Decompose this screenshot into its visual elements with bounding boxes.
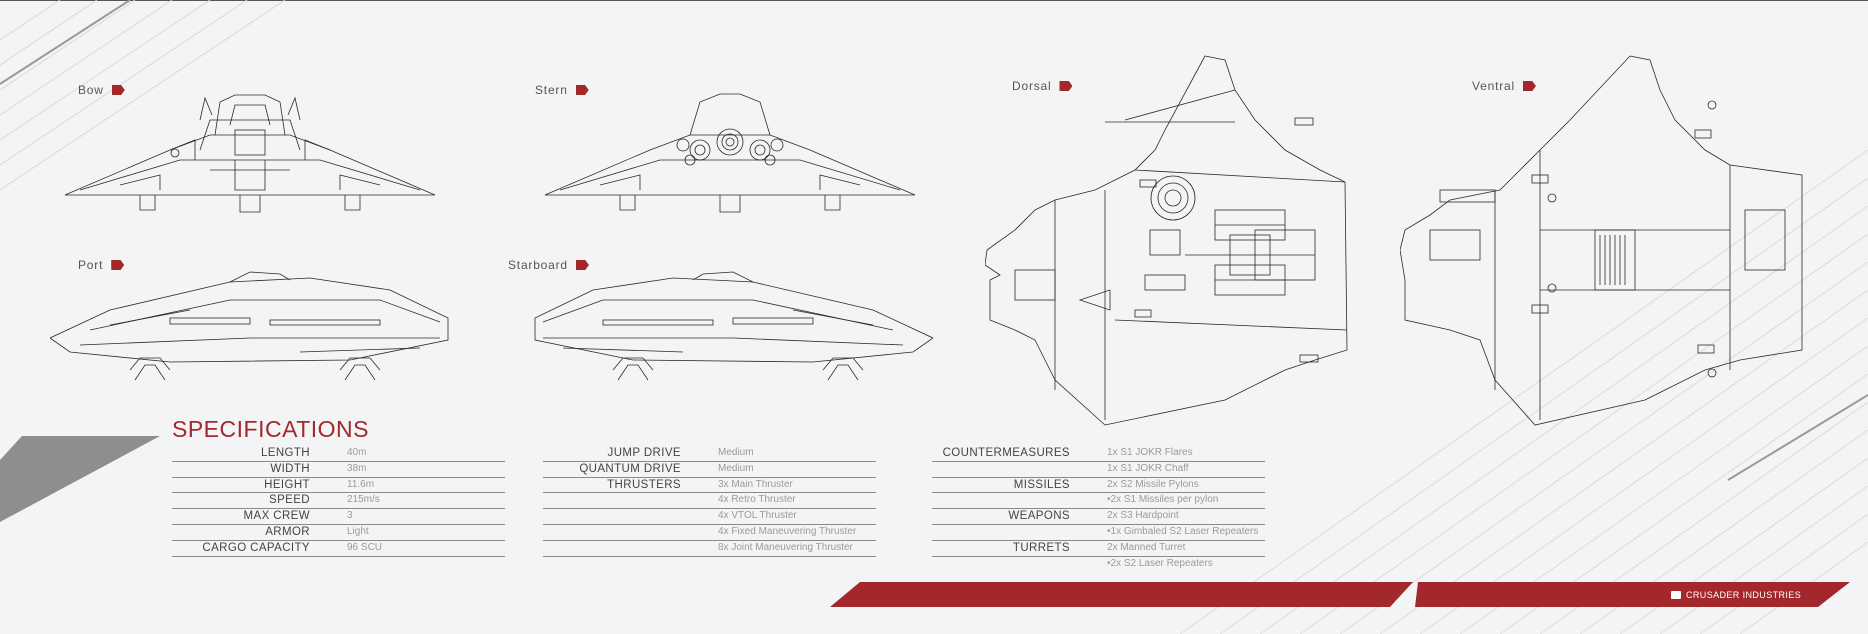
spec-row: •2x S2 Laser Repeaters (932, 557, 1265, 572)
spec-row: •1x Gimbaled S2 Laser Repeaters (932, 525, 1265, 541)
spec-label: TURRETS (1012, 541, 1070, 554)
footer-brand: CRUSADER INDUSTRIES (1686, 590, 1802, 600)
spec-label: QUANTUM DRIVE (579, 462, 681, 475)
spec-row: 4x Fixed Maneuvering Thruster (543, 525, 876, 541)
view-label-stern: Stern (535, 83, 589, 97)
spec-table-propulsion: JUMP DRIVE Medium QUANTUM DRIVE Medium THR… (543, 446, 876, 557)
view-label-port: Port (78, 258, 125, 272)
spec-label: SPEED (269, 494, 310, 507)
spec-row: 4x VTOL Thruster (543, 509, 876, 525)
spec-value: 11.6m (347, 478, 375, 490)
spec-row: 8x Joint Maneuvering Thruster (543, 541, 876, 557)
spec-value: 40m (347, 447, 367, 458)
spec-value: 1x S1 JOKR Chaff (1107, 462, 1189, 474)
spec-value: 4x Retro Thruster (718, 494, 796, 506)
spec-row: LENGTH 40m (172, 446, 505, 462)
view-label-starboard: Starboard (508, 258, 589, 272)
spec-value: •2x S2 Laser Repeaters (1107, 557, 1213, 569)
view-label-ventral: Ventral (1472, 79, 1536, 93)
spec-value: 4x Fixed Maneuvering Thruster (718, 525, 857, 537)
spec-label: MISSILES (1013, 478, 1070, 491)
spec-value: Light (347, 525, 369, 537)
view-label-dorsal: Dorsal (1012, 79, 1073, 93)
spec-label: ARMOR (265, 525, 310, 538)
spec-row: CARGO CAPACITY 96 SCU (172, 541, 505, 557)
ship-starboard-view (534, 271, 933, 381)
spec-label: WEAPONS (1008, 510, 1070, 523)
flag-icon (1522, 81, 1536, 91)
spec-value: 1x S1 JOKR Flares (1107, 447, 1193, 458)
spec-label: MAX CREW (243, 510, 310, 523)
spec-row: HEIGHT 11.6m (172, 478, 505, 494)
spec-value: 38m (347, 462, 367, 474)
view-label-bow: Bow (78, 83, 125, 97)
flag-icon (1059, 81, 1073, 91)
spec-row: MAX CREW 3 (172, 509, 505, 525)
spec-label: WIDTH (270, 462, 310, 475)
flag-icon (575, 260, 589, 270)
spec-row: WEAPONS 2x S3 Hardpoint (932, 509, 1265, 525)
spec-row: 4x Retro Thruster (543, 493, 876, 510)
spec-row: JUMP DRIVE Medium (543, 446, 876, 462)
spec-value: •1x Gimbaled S2 Laser Repeaters (1107, 525, 1259, 537)
ship-stern-view (544, 93, 916, 213)
spec-row: QUANTUM DRIVE Medium (543, 462, 876, 478)
spec-value: 8x Joint Maneuvering Thruster (718, 541, 853, 553)
ship-port-view (50, 271, 449, 381)
flag-icon (111, 85, 125, 95)
ship-ventral-view (1400, 55, 1803, 426)
spec-value: 2x Manned Turret (1107, 541, 1186, 553)
spec-row: MISSILES 2x S2 Missile Pylons (932, 478, 1265, 494)
spec-value: 215m/s (347, 494, 380, 506)
flag-icon (111, 260, 125, 270)
spec-label: THRUSTERS (607, 478, 681, 491)
spec-row: 1x S1 JOKR Chaff (932, 462, 1265, 478)
spec-row: SPEED 215m/s (172, 493, 505, 510)
spec-value: 2x S2 Missile Pylons (1107, 478, 1199, 490)
spec-value: Medium (718, 462, 754, 474)
spec-row: THRUSTERS 3x Main Thruster (543, 478, 876, 494)
spec-row: WIDTH 38m (172, 462, 505, 478)
spec-row: COUNTERMEASURES 1x S1 JOKR Flares (932, 446, 1265, 462)
spec-row: •2x S1 Missiles per pylon (932, 493, 1265, 510)
spec-label: CARGO CAPACITY (202, 541, 310, 554)
spec-value: 3x Main Thruster (718, 478, 793, 490)
spec-value: 96 SCU (347, 541, 383, 553)
ship-bow-view (64, 94, 436, 213)
spec-row: ARMOR Light (172, 525, 505, 541)
spec-value: Medium (718, 447, 754, 458)
spec-value: 4x VTOL Thruster (718, 510, 797, 522)
specifications-title: SPECIFICATIONS (172, 416, 369, 442)
spec-value: •2x S1 Missiles per pylon (1107, 494, 1219, 506)
spec-table-general: LENGTH 40m WIDTH 38m HEIGHT 11.6m SPEED 215m… (172, 446, 505, 557)
spec-label: LENGTH (260, 447, 310, 459)
spec-value: 3 (347, 510, 353, 522)
spec-value: 2x S3 Hardpoint (1107, 510, 1179, 522)
spec-label: HEIGHT (264, 478, 310, 491)
spec-table-armament: COUNTERMEASURES 1x S1 JOKR Flares 1x S1 J… (932, 446, 1265, 571)
spec-row: TURRETS 2x Manned Turret (932, 541, 1265, 557)
spec-label: COUNTERMEASURES (942, 447, 1070, 459)
ship-dorsal-view (985, 55, 1348, 426)
flag-icon (575, 85, 589, 95)
spec-label: JUMP DRIVE (607, 447, 681, 459)
